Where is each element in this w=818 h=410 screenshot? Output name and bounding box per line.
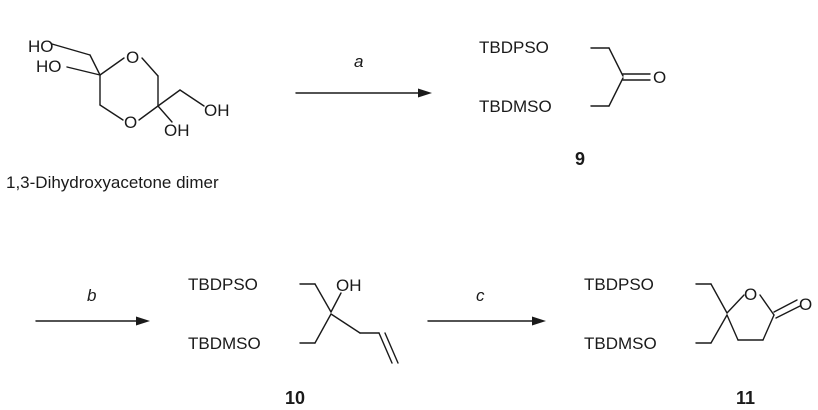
compound-number-9: 9 — [575, 149, 585, 169]
ring-oxygen-label: O — [124, 113, 137, 132]
compound-number-11: 11 — [736, 388, 755, 408]
tbdms-ether-label: TBDMSO — [584, 334, 657, 353]
starting-material-caption: 1,3-Dihydroxyacetone dimer — [6, 173, 219, 192]
reaction-arrow-c: c — [427, 286, 546, 326]
compound-9-structure: TBDPSO TBDMSO O — [479, 38, 666, 116]
reagent-label-b: b — [87, 286, 96, 305]
ring-oxygen-label: O — [126, 48, 139, 67]
hydroxyl-label: HO — [28, 37, 54, 56]
hydroxyl-label: OH — [164, 121, 190, 140]
hydroxyl-label: HO — [36, 57, 62, 76]
tbdps-ether-label: TBDPSO — [188, 275, 258, 294]
tbdps-ether-label: TBDPSO — [584, 275, 654, 294]
tbdms-ether-label: TBDMSO — [479, 97, 552, 116]
dihydroxyacetone-dimer-structure: HO HO O O OH OH — [28, 37, 230, 140]
ring-oxygen-label: O — [744, 285, 757, 304]
hydroxyl-label: OH — [336, 276, 362, 295]
compound-10-structure: TBDPSO TBDMSO OH — [188, 275, 399, 364]
carbonyl-oxygen-label: O — [653, 68, 666, 87]
reagent-label-a: a — [354, 52, 363, 71]
compound-11-structure: TBDPSO TBDMSO O O — [584, 275, 812, 353]
reaction-arrow-a: a — [295, 52, 432, 98]
hydroxyl-label: OH — [204, 101, 230, 120]
tbdps-ether-label: TBDPSO — [479, 38, 549, 57]
compound-number-10: 10 — [285, 388, 305, 408]
reaction-arrow-b: b — [35, 286, 150, 326]
tbdms-ether-label: TBDMSO — [188, 334, 261, 353]
carbonyl-oxygen-label: O — [799, 295, 812, 314]
reagent-label-c: c — [476, 286, 485, 305]
